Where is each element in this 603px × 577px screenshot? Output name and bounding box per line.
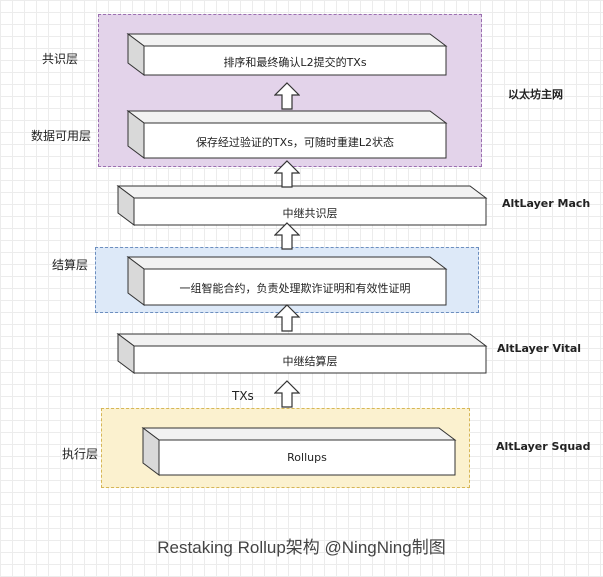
altlayer-vital-label: AltLayer Vital bbox=[497, 342, 582, 355]
consensus-layer-label: 共识层 bbox=[42, 52, 79, 66]
up-arrow-icon bbox=[274, 304, 300, 332]
relay-settlement-box bbox=[116, 333, 488, 374]
execution-layer-label: 执行层 bbox=[62, 447, 99, 461]
up-arrow-icon bbox=[274, 380, 300, 408]
up-arrow-icon bbox=[274, 160, 300, 188]
contracts-text: 一组智能合约，负责处理欺诈证明和有效性证明 bbox=[179, 282, 411, 295]
sort-confirm-box bbox=[126, 33, 448, 76]
up-arrow-icon bbox=[274, 222, 300, 250]
diagram-caption: Restaking Rollup架构 @NingNing制图 bbox=[157, 538, 446, 557]
altlayer-squad-label: AltLayer Squad bbox=[496, 440, 591, 453]
ethereum-mainnet-label: 以太坊主网 bbox=[508, 88, 563, 101]
settlement-layer-label: 结算层 bbox=[52, 258, 89, 272]
data-availability-layer-label: 数据可用层 bbox=[31, 129, 92, 143]
relay-settlement-text: 中继结算层 bbox=[282, 354, 338, 368]
sort-confirm-text: 排序和最终确认L2提交的TXs bbox=[223, 55, 367, 69]
altlayer-mach-label: AltLayer Mach bbox=[502, 197, 591, 210]
rollups-box bbox=[141, 427, 457, 476]
relay-consensus-box bbox=[116, 185, 488, 226]
contracts-box bbox=[126, 256, 448, 306]
store-txs-text: 保存经过验证的TXs，可随时重建L2状态 bbox=[195, 135, 395, 149]
store-txs-box bbox=[126, 110, 448, 159]
txs-label: TXs bbox=[232, 389, 254, 403]
relay-consensus-text: 中继共识层 bbox=[282, 206, 338, 220]
up-arrow-icon bbox=[274, 82, 300, 110]
rollups-text: Rollups bbox=[287, 450, 327, 464]
